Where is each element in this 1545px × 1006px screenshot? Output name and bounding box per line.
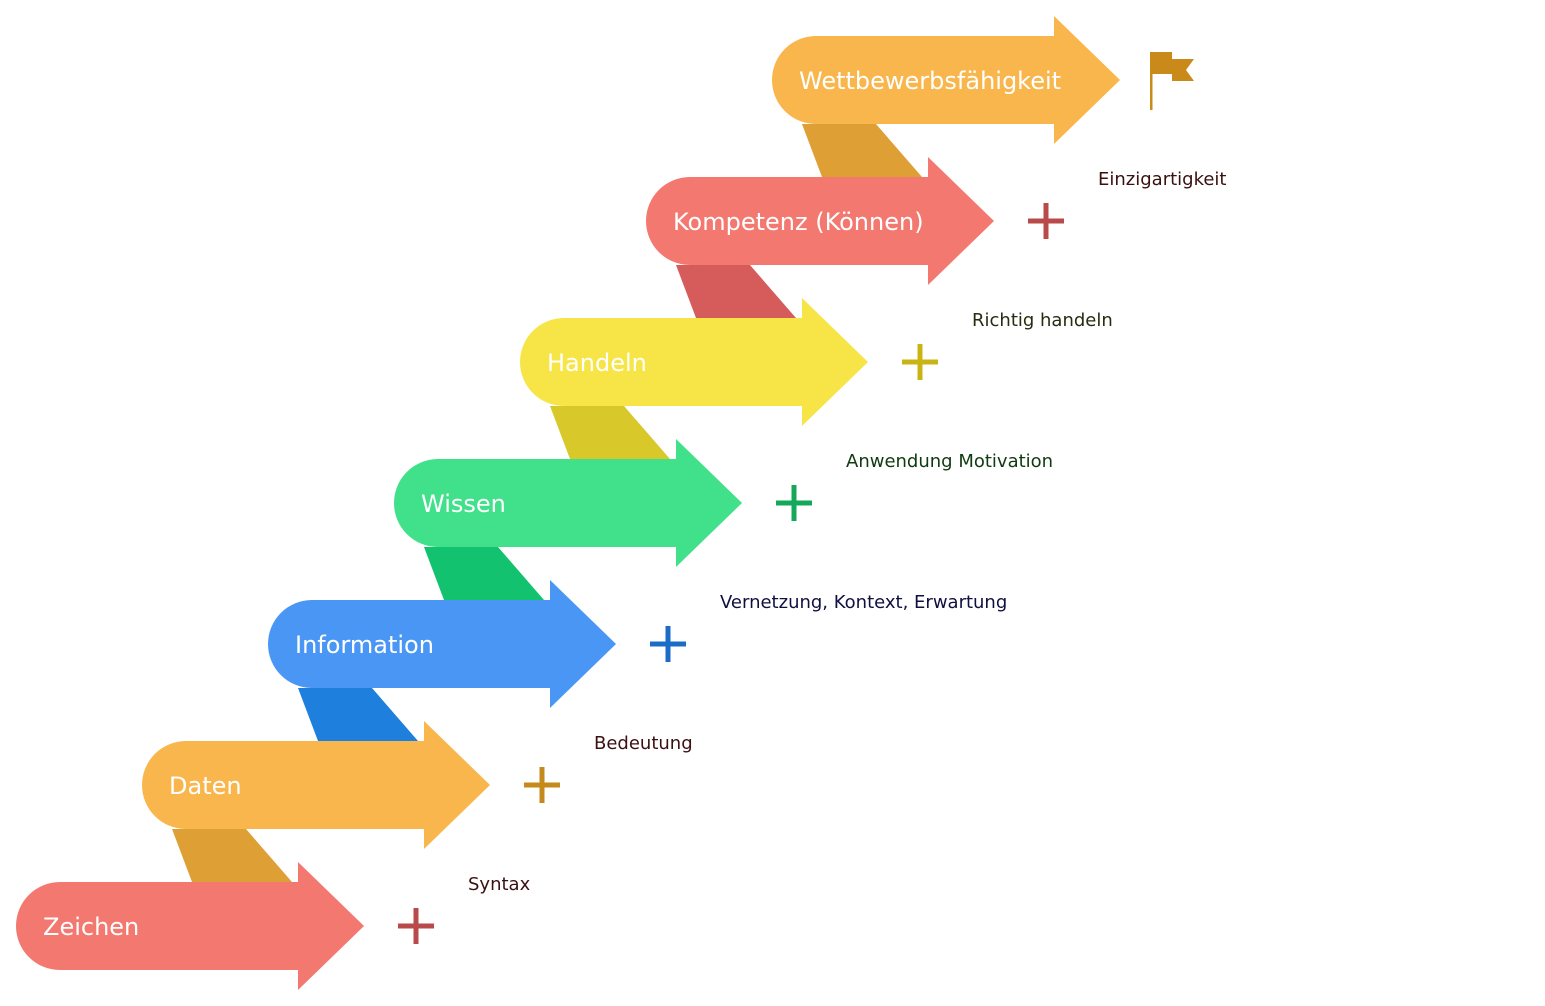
plus-icon <box>902 344 938 380</box>
step-label: Information <box>295 631 434 659</box>
step-note: Syntax <box>468 874 531 895</box>
step-arrow <box>16 862 364 990</box>
step-label: Zeichen <box>43 913 139 941</box>
plus-icon <box>1028 203 1064 239</box>
connector-ribbon <box>298 688 418 741</box>
step-arrow <box>268 580 616 708</box>
plus-icon <box>398 908 434 944</box>
connector-ribbon <box>172 829 292 882</box>
step-label: Handeln <box>547 349 647 377</box>
step-label: Daten <box>169 772 242 800</box>
connector-ribbon <box>802 124 922 177</box>
step-note: Einzigartigkeit <box>1098 169 1227 190</box>
connector-ribbon <box>424 547 544 600</box>
step-arrow <box>646 157 994 285</box>
connector-ribbon <box>550 406 670 459</box>
plus-icon <box>524 767 560 803</box>
step-note: Richtig handeln <box>972 310 1113 331</box>
step-arrow <box>772 16 1120 144</box>
step-arrow <box>520 298 868 426</box>
plus-icon <box>650 626 686 662</box>
extras: Syntax Bedeutung Vernetzung, Kontext, Erwa… <box>398 52 1227 944</box>
step-label: Wissen <box>421 490 506 518</box>
step-note: Bedeutung <box>594 733 693 754</box>
flag-icon <box>1150 52 1194 110</box>
plus-icon <box>776 485 812 521</box>
step-label: Kompetenz (Können) <box>673 208 924 236</box>
step-note: Anwendung Motivation <box>846 451 1053 472</box>
step-note: Vernetzung, Kontext, Erwartung <box>720 592 1007 613</box>
step-label: Wettbewerbsfähigkeit <box>799 67 1061 95</box>
step-arrow <box>394 439 742 567</box>
step-arrow <box>142 721 490 849</box>
arrows: Zeichen Daten Information Wissen Handeln Komp… <box>16 16 1120 990</box>
connectors <box>172 124 922 882</box>
connector-ribbon <box>676 265 796 318</box>
